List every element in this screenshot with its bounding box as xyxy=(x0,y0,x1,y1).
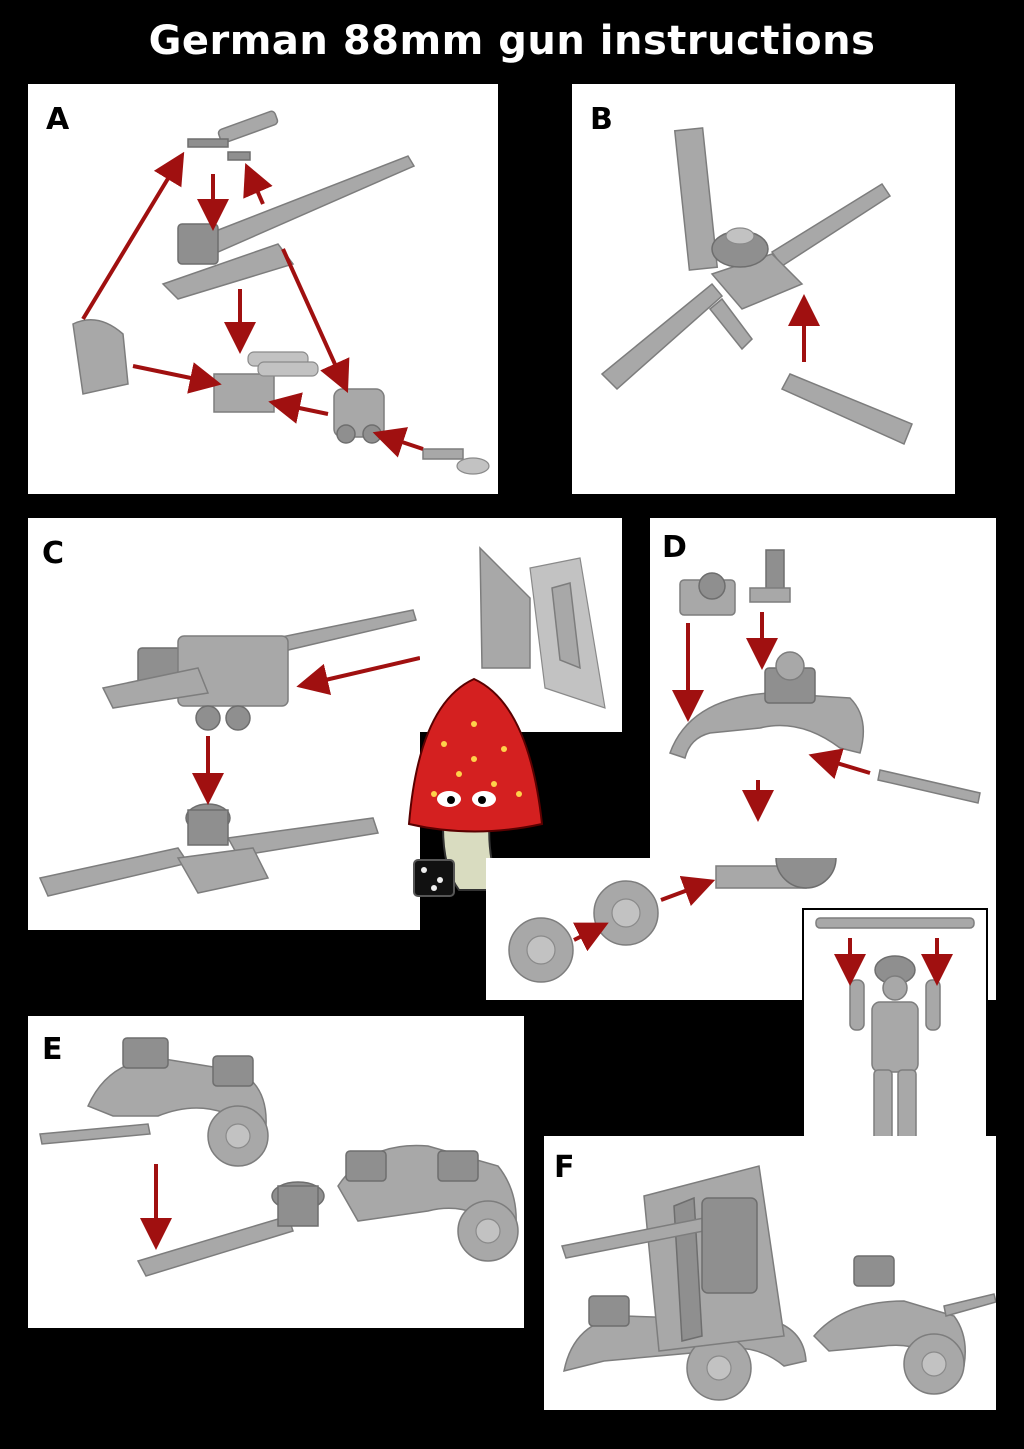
cruciform-base-part xyxy=(600,127,892,391)
gun-shield-part xyxy=(479,546,606,709)
mudguard-chassis-part xyxy=(669,651,865,759)
panel-a-label: A xyxy=(46,102,70,137)
panel-e: E xyxy=(28,1016,524,1328)
tow-bar-part xyxy=(877,769,981,804)
panel-a-diagram xyxy=(72,110,490,475)
barrel-part xyxy=(161,155,416,300)
toadstool-mascot-icon xyxy=(407,677,544,891)
cradle-part xyxy=(213,351,319,413)
pin-part xyxy=(422,448,490,475)
crew-figure xyxy=(849,955,941,1149)
shield-diagram xyxy=(479,546,606,709)
base-on-carriage-part xyxy=(136,1144,519,1277)
axle-part xyxy=(715,858,837,889)
crew-figure-inset xyxy=(802,908,988,1166)
panel-b-diagram xyxy=(600,127,913,446)
outrigger-part xyxy=(780,373,913,446)
breech-part xyxy=(72,319,129,395)
wheel-part xyxy=(508,917,574,983)
panel-d-label: D xyxy=(662,530,687,565)
wheels-diagram xyxy=(508,858,837,983)
panel-d: D xyxy=(650,518,996,858)
panel-a: A xyxy=(28,84,498,494)
panel-b: B xyxy=(572,84,955,494)
panel-e-diagram xyxy=(39,1037,519,1277)
dice-icon xyxy=(413,859,455,897)
wheel-part xyxy=(593,880,659,946)
panel-f-label: F xyxy=(554,1150,575,1185)
panel-c: C xyxy=(28,518,420,930)
sight-part xyxy=(187,110,279,161)
assembled-88mm-gun xyxy=(561,1165,996,1401)
panel-c-diagram xyxy=(38,609,420,897)
panel-c-label: C xyxy=(42,536,65,571)
limber-front-part xyxy=(39,1037,269,1167)
panel-f: F xyxy=(544,1136,996,1410)
page-title: German 88mm gun instructions xyxy=(148,18,876,64)
sight-bracket-part xyxy=(749,549,791,603)
panel-f-diagram xyxy=(561,1165,996,1401)
pedestal-base-part xyxy=(38,803,379,897)
panel-d-diagram xyxy=(669,549,981,822)
gun-assembly-part xyxy=(101,609,417,731)
crew-figure-diagram xyxy=(815,917,975,1149)
rangefinder-part xyxy=(815,917,975,929)
panel-e-label: E xyxy=(42,1032,63,1067)
recuperator-part xyxy=(333,388,385,444)
seat-part xyxy=(679,572,736,616)
panel-b-label: B xyxy=(590,102,613,137)
